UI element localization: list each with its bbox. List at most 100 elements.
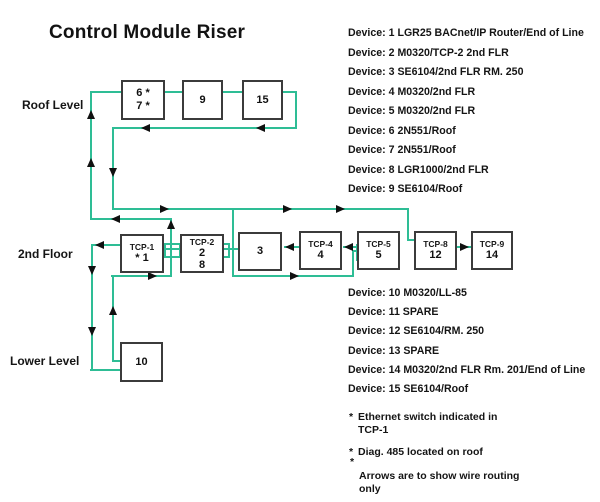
footnote-line: TCP-1	[358, 423, 389, 436]
wire-segment	[352, 250, 354, 277]
wire-arrow-left-icon	[111, 215, 120, 223]
second-floor-label: 2nd Floor	[18, 247, 73, 261]
device-box-15: 15	[242, 80, 283, 120]
device-box-tcp9: TCP-9 14	[471, 231, 513, 270]
page-title: Control Module Riser	[49, 22, 246, 43]
wire-arrow-right-icon	[460, 243, 469, 251]
box-number: 4	[317, 249, 324, 261]
box-tcp-label: TCP-5	[366, 239, 391, 249]
wire-segment	[112, 208, 409, 210]
wire-segment	[91, 244, 121, 246]
wire-segment	[170, 218, 172, 277]
wire-segment	[407, 208, 409, 241]
wire-segment	[352, 250, 358, 252]
device-entry: Device: 14 M0320/2nd FLR Rm. 201/End of …	[348, 363, 586, 376]
wire-segment	[224, 248, 239, 250]
wire-arrow-down-icon	[88, 327, 96, 336]
wire-arrow-left-icon	[256, 124, 265, 132]
wire-segment	[164, 248, 181, 250]
wire-segment	[90, 91, 122, 93]
wire-segment	[112, 275, 114, 362]
box-number: * 1	[135, 252, 149, 264]
device-entry: Device: 3 SE6104/2nd FLR RM. 250	[348, 66, 524, 78]
device-entry: Device: 11 SPARE	[348, 306, 439, 319]
wire-segment	[295, 91, 297, 129]
device-entry: Device: 9 SE6104/Roof	[348, 183, 463, 195]
wire-segment	[112, 360, 121, 362]
device-entry: Device: 15 SE6104/Roof	[348, 383, 469, 396]
device-entry: Device: 10 M0320/LL-85	[348, 287, 467, 299]
device-list-bottom: Device: 10 M0320/LL-85 Device: 11 SPARE …	[348, 284, 585, 399]
wire-arrow-up-icon	[167, 220, 175, 229]
device-entry: Device: 1 LGR25 BACnet/IP Router/End of …	[348, 27, 584, 39]
footnote-diag-485: Diag. 485 located on roof	[358, 446, 483, 459]
device-entry: Device: 7 2N551/Roof	[348, 144, 456, 156]
device-box-tcp1: TCP-1 * 1	[120, 234, 164, 273]
box-number: 10	[135, 355, 148, 368]
device-box-tcp2: TCP-2 2 8	[180, 234, 224, 273]
box-number: 8	[198, 258, 206, 271]
device-box-tcp8: TCP-8 12	[414, 231, 457, 270]
footnote-line: Ethernet switch indicated in	[358, 411, 498, 423]
wire-segment	[90, 218, 171, 220]
footnote-ethernet-switch: Ethernet switch indicated in TCP-1	[358, 411, 497, 436]
roof-level-label: Roof Level	[22, 98, 84, 112]
footnote-line: only	[359, 482, 381, 495]
device-entry: Device: 6 2N551/Roof	[348, 124, 456, 137]
box-number: 5	[375, 249, 382, 261]
box-number: 15	[256, 93, 269, 106]
box-number: 6 *	[136, 87, 150, 99]
wire-segment	[90, 369, 121, 371]
wire-arrow-left-icon	[344, 243, 353, 251]
wire-arrow-right-icon	[160, 205, 169, 213]
wire-segment	[112, 127, 297, 129]
device-entry: Device: 8 LGR1000/2nd FLR	[348, 163, 489, 176]
wire-arrow-right-icon	[283, 205, 292, 213]
box-number: 7 *	[136, 100, 150, 112]
device-box-3: 3	[238, 232, 282, 271]
wire-arrow-left-icon	[141, 124, 150, 132]
device-box-tcp4: TCP-4 4	[299, 231, 342, 270]
device-box-6-7: 6 * 7 *	[121, 80, 165, 120]
footnote-arrows: Arrows are to show wire routing only	[359, 470, 519, 495]
wire-arrow-up-icon	[87, 110, 95, 119]
footnote-line: Diag. 485 located on roof	[358, 446, 483, 458]
box-number: 14	[485, 249, 499, 261]
wire-arrow-right-icon	[290, 272, 299, 280]
footnote-marker: *	[350, 456, 355, 468]
footnote-marker: *	[349, 411, 354, 423]
wire-segment	[223, 91, 243, 93]
lower-level-label: Lower Level	[10, 354, 80, 368]
wire-arrow-down-icon	[88, 266, 96, 275]
wire-arrow-down-icon	[109, 168, 117, 177]
wire-arrow-left-icon	[95, 241, 104, 249]
device-box-tcp5: TCP-5 5	[357, 231, 400, 270]
wire-segment	[283, 91, 297, 93]
wire-arrow-right-icon	[148, 272, 157, 280]
wire-segment	[91, 244, 93, 371]
wire-arrow-left-icon	[285, 243, 294, 251]
wire-segment	[232, 208, 234, 277]
device-entry: Device: 13 SPARE	[348, 344, 440, 357]
wire-segment	[407, 239, 415, 241]
wire-arrow-up-icon	[109, 306, 117, 315]
box-tcp-label: TCP-8	[423, 239, 448, 249]
wire-segment	[111, 275, 171, 277]
box-tcp-label: TCP-1	[129, 242, 155, 252]
box-tcp-label: TCP-9	[479, 239, 505, 249]
box-number: 2	[198, 246, 206, 259]
device-list-top: Device: 1 LGR25 BACnet/IP Router/End of …	[348, 24, 584, 200]
wire-arrow-up-icon	[87, 158, 95, 167]
wire-arrow-right-icon	[336, 205, 345, 213]
wire-segment	[165, 91, 183, 93]
device-box-10: 10	[120, 342, 163, 382]
box-tcp-label: TCP-4	[308, 239, 333, 249]
device-entry: Device: 4 M0320/2nd FLR	[348, 85, 476, 98]
wire-segment	[90, 91, 92, 220]
box-number: 12	[429, 249, 442, 261]
device-entry: Device: 2 M0320/TCP-2 2nd FLR	[348, 46, 509, 59]
device-entry: Device: 12 SE6104/RM. 250	[348, 325, 485, 338]
box-number: 9	[199, 93, 206, 106]
footnote-line: Arrows are to show wire routing	[359, 470, 520, 482]
